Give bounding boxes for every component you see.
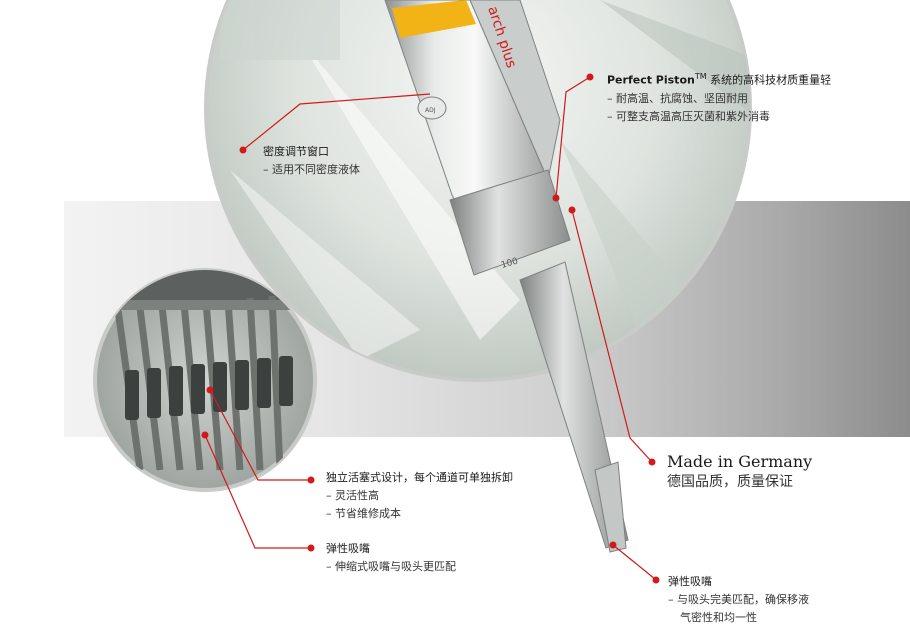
callout-independent-piston: 独立活塞式设计，每个通道可单独拆卸 灵活性高 节省维修成本: [326, 469, 513, 523]
leader-perfect-piston: [555, 76, 591, 199]
callout-title-rest: 系统的高科技材质重量轻: [706, 73, 832, 87]
trademark-mark: TM: [694, 72, 707, 81]
callout-spring-tip-left: 弹性吸嘴 伸缩式吸嘴与吸头更匹配: [326, 540, 456, 576]
callout-title: 独立活塞式设计，每个通道可单独拆卸: [326, 471, 513, 484]
made-in-germany-en: Made in Germany: [667, 452, 813, 471]
callout-title: 弹性吸嘴: [668, 575, 712, 588]
callout-item: 灵活性高: [326, 487, 513, 505]
volume-mark-text: 100: [500, 256, 520, 270]
callout-title: 密度调节窗口: [263, 145, 329, 158]
callout-item: 可整支高温高压灭菌和紫外消毒: [607, 108, 831, 126]
callout-title-brand: Perfect Piston: [607, 73, 695, 87]
callout-item: 耐高温、抗腐蚀、坚固耐用: [607, 90, 831, 108]
leader-density-window: [242, 93, 431, 151]
leader-independent-piston: [209, 389, 311, 481]
adj-label-text: ADJ: [425, 107, 436, 114]
callout-dots: [201, 73, 660, 584]
leader-made-in-germany: [571, 209, 653, 463]
callout-made-in-germany: Made in Germany 德国品质，质量保证: [667, 452, 812, 492]
callout-item: 与吸头完美匹配，确保移液: [668, 591, 809, 609]
leader-spring-tip-right: [612, 544, 657, 581]
callout-density-window: 密度调节窗口 适用不同密度液体: [263, 143, 360, 179]
callout-item: 适用不同密度液体: [263, 161, 360, 179]
callout-item: 节省维修成本: [326, 505, 513, 523]
callout-perfect-piston: Perfect PistonTM 系统的高科技材质重量轻 耐高温、抗腐蚀、坚固耐…: [607, 68, 831, 126]
callout-title: 弹性吸嘴: [326, 542, 370, 555]
made-in-germany-cn: 德国品质，质量保证: [667, 474, 793, 490]
callout-title: Perfect PistonTM 系统的高科技材质重量轻: [607, 68, 831, 90]
leader-spring-tip-left: [204, 434, 311, 549]
callout-item-continued: 气密性和均一性: [680, 611, 757, 624]
callout-leaders: [204, 76, 657, 581]
callout-spring-tip-right: 弹性吸嘴 与吸头完美匹配，确保移液 气密性和均一性: [668, 573, 809, 627]
callout-item: 伸缩式吸嘴与吸头更匹配: [326, 558, 456, 576]
